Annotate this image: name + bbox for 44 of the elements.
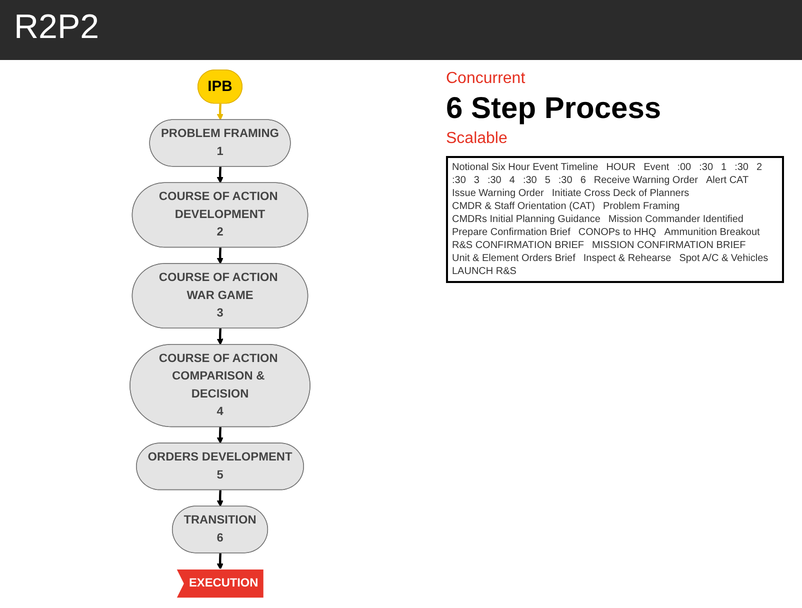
table-text: Event [644, 162, 670, 173]
table-text: Alert CAT [706, 175, 749, 186]
table-text: Receive Warning Order [594, 175, 698, 186]
table-text: MISSION CONFIRMATION BRIEF [592, 240, 746, 251]
table-text: Initiate Cross Deck of Planners [552, 188, 690, 199]
table-text: 5 [544, 175, 550, 186]
table-text: R&S CONFIRMATION BRIEF [452, 240, 584, 251]
table-text: CMDRs Initial Planning Guidance [452, 214, 600, 225]
table-text: 2 [756, 162, 762, 173]
table-text: Mission Commander Identified [608, 214, 744, 225]
table-text: Prepare Confirmation Brief [452, 227, 570, 238]
title: R2P2 [0, 0, 802, 60]
table-text: LAUNCH R&S [452, 266, 516, 277]
table-text: Ammunition Breakout [664, 227, 760, 238]
arrow [216, 553, 224, 570]
table-text: :30 [487, 175, 502, 186]
table-text: :00 [677, 162, 692, 173]
table-text: Spot A/C & Vehicles [679, 253, 768, 264]
table-text: :30 [558, 175, 572, 186]
table-text: 4 [509, 175, 515, 186]
table-text: 3 [474, 175, 480, 186]
table-text: HOUR [606, 162, 636, 173]
note-label: Scalable [446, 130, 508, 148]
center-label: 6 Step Process [446, 92, 662, 126]
note-label: Concurrent [446, 70, 526, 88]
table-text: Issue Warning Order [452, 188, 544, 199]
table-text: :30 [734, 162, 748, 173]
arrow [216, 490, 224, 507]
table-text: 6 [580, 175, 586, 186]
arrow [216, 248, 224, 264]
table-text: :30 [452, 175, 466, 186]
arrow [216, 166, 224, 184]
arrow [216, 104, 224, 120]
table-text: Problem Framing [603, 201, 680, 212]
table-text: :30 [699, 162, 714, 173]
table-text: Notional Six Hour Event Timeline [452, 162, 598, 173]
arrow [216, 328, 224, 346]
table-text: 1 [721, 162, 727, 173]
table-text: CONOPs to HHQ [578, 227, 656, 238]
arrow [216, 427, 224, 444]
table-text: CMDR & Staff Orientation (CAT) [452, 201, 595, 212]
table-text: :30 [522, 175, 537, 186]
table-text: Inspect & Rehearse [583, 253, 672, 264]
table-text: Unit & Element Orders Brief [452, 253, 576, 264]
